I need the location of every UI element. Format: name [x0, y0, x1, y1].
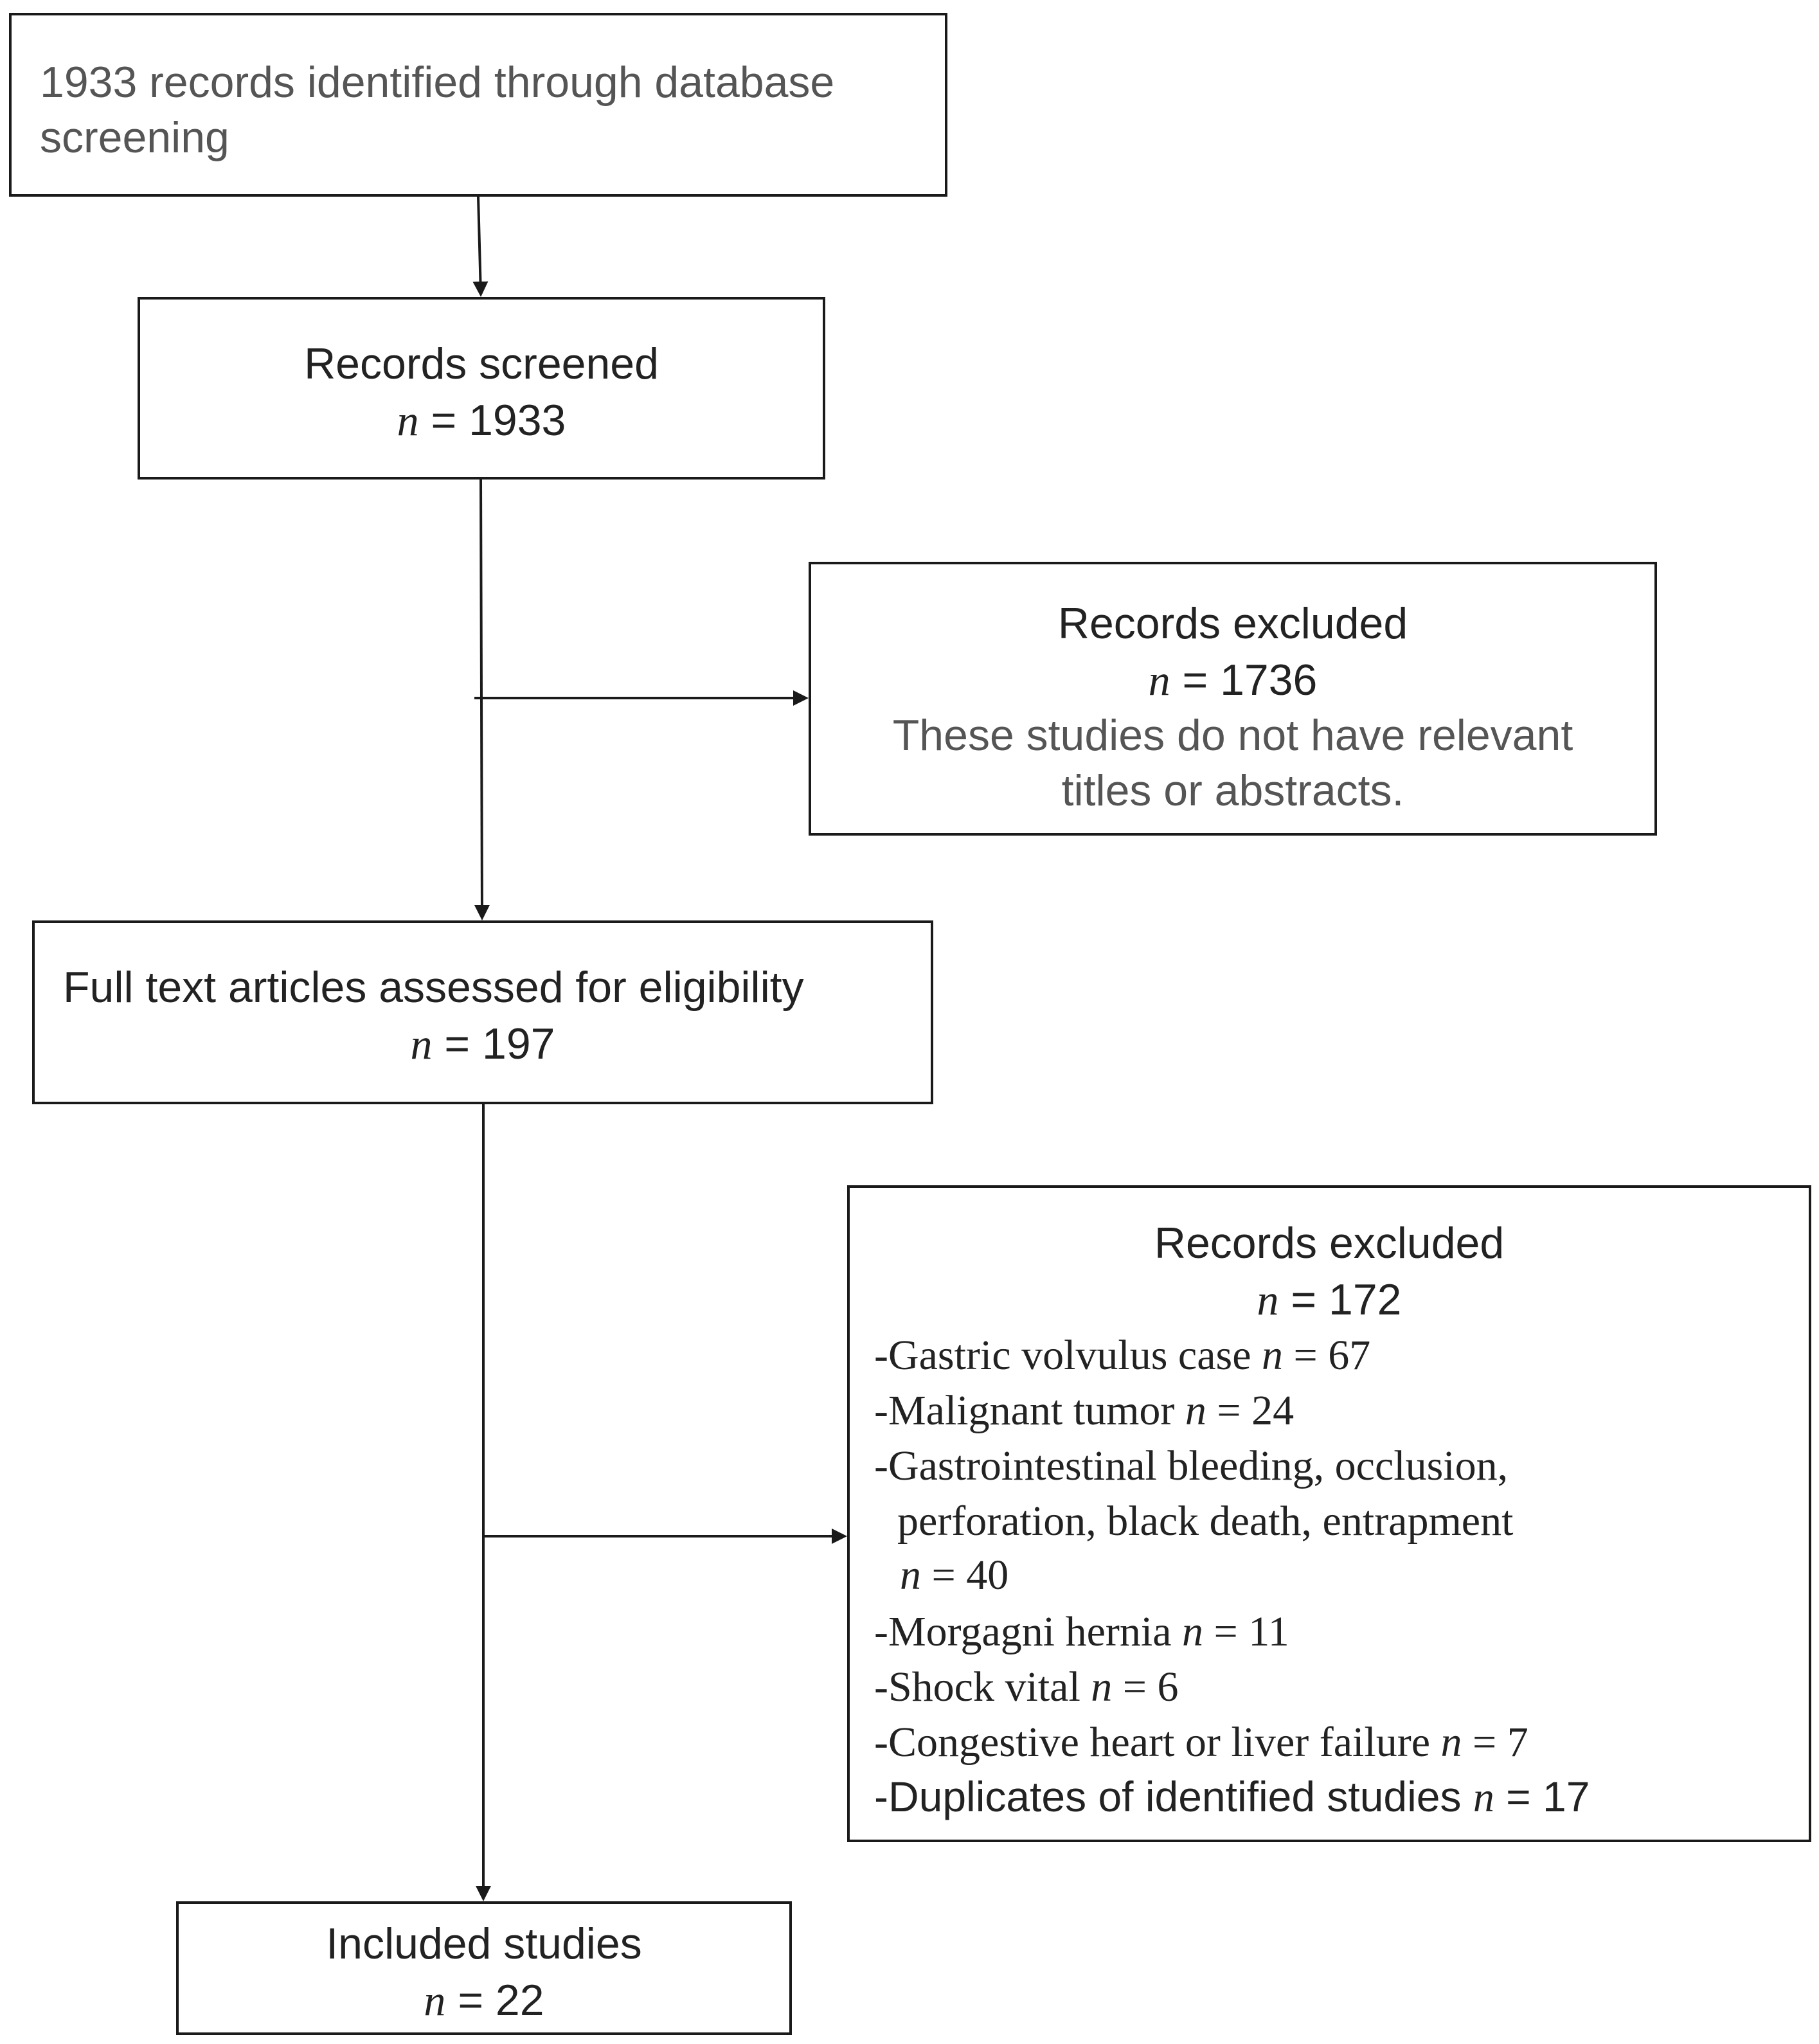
exclusion-reason-count: = 67 [1283, 1332, 1371, 1379]
exclusion-reason-continuation: perforation, black death, entrapment [897, 1494, 1513, 1549]
records-excluded-box-2: Records excluded n = 172 -Gastric volvul… [847, 1185, 1811, 1842]
fulltext-count-value: = 197 [432, 1019, 555, 1068]
n-symbol: n [424, 1976, 446, 2025]
included-studies-box: Included studies n = 22 [176, 1901, 792, 2035]
screened-count-value: = 1933 [418, 396, 566, 445]
fulltext-count: n = 197 [35, 1016, 931, 1072]
exclusion-reason-count: = 7 [1462, 1719, 1528, 1766]
exclusion-reason-text: -Morgagni hernia [874, 1608, 1182, 1655]
n-symbol: n [1091, 1663, 1113, 1710]
included-count: n = 22 [179, 1972, 789, 2029]
n-symbol: n [900, 1552, 921, 1599]
exclusion-reason-text: -Gastrointestinal bleeding, occlusion, [874, 1442, 1509, 1489]
exclusion-reason-text: -Congestive heart or liver failure [874, 1719, 1441, 1766]
excluded1-title: Records excluded [1057, 599, 1408, 648]
n-symbol: n [397, 396, 419, 445]
exclusion-reason-count: = 6 [1112, 1663, 1179, 1710]
n-symbol: n [1473, 1774, 1494, 1821]
n-symbol: n [410, 1019, 433, 1068]
records-screened-box: Records screened n = 1933 [138, 297, 825, 480]
included-title: Included studies [326, 1919, 642, 1968]
exclusion-reason: -Morgagni hernia n = 11 [874, 1604, 1289, 1660]
excluded2-count-value: = 172 [1278, 1275, 1402, 1324]
included-count-value: = 22 [445, 1976, 544, 2025]
exclusion-reason: -Gastric volvulus case n = 67 [874, 1328, 1370, 1383]
exclusion-reason: -Malignant tumor n = 24 [874, 1383, 1294, 1439]
identified-line-1: 1933 records identified through database [40, 58, 835, 107]
exclusion-reason-text: perforation, black death, entrapment [897, 1498, 1514, 1545]
screened-count: n = 1933 [140, 392, 823, 449]
excluded1-count-value: = 1736 [1170, 656, 1318, 704]
exclusion-reason-text: -Gastric volvulus case [874, 1332, 1262, 1379]
exclusion-reason: -Shock vital n = 6 [874, 1660, 1179, 1715]
exclusion-reason: -Gastrointestinal bleeding, occlusion, [874, 1439, 1508, 1494]
fulltext-title: Full text articles assessed for eligibil… [63, 963, 804, 1012]
n-symbol: n [1185, 1387, 1206, 1434]
fulltext-assessed-box: Full text articles assessed for eligibil… [32, 920, 933, 1104]
identified-line-2: screening [40, 113, 229, 162]
excluded2-title: Records excluded [1154, 1219, 1505, 1268]
records-excluded-box-1: Records excluded n = 1736 These studies … [809, 562, 1657, 836]
excluded1-count: n = 1736 [811, 652, 1654, 708]
arrow-identified-to-screened [472, 196, 488, 297]
exclusion-reason-count: = 17 [1494, 1773, 1590, 1820]
exclusion-reason-count: = 40 [921, 1552, 1009, 1599]
exclusion-reason-count: = 11 [1203, 1608, 1289, 1655]
n-symbol: n [1181, 1608, 1203, 1655]
excluded1-note-line-1: These studies do not have relevant [892, 711, 1573, 760]
n-symbol: n [1262, 1332, 1283, 1379]
n-symbol: n [1440, 1719, 1462, 1766]
exclusion-reason-text: -Malignant tumor [874, 1387, 1185, 1434]
screened-title: Records screened [304, 339, 659, 388]
exclusion-reason-text: -Duplicates of identified studies [874, 1773, 1473, 1820]
identified-records-box: 1933 records identified through database… [9, 13, 947, 197]
n-symbol: n [1148, 656, 1170, 704]
exclusion-reason: -Duplicates of identified studies n = 17 [874, 1769, 1590, 1825]
excluded2-count: n = 172 [850, 1271, 1809, 1328]
exclusion-reason-count: = 24 [1206, 1387, 1295, 1434]
excluded1-note-line-2: titles or abstracts. [1061, 766, 1404, 815]
exclusion-reason: -Congestive heart or liver failure n = 7 [874, 1715, 1528, 1770]
n-symbol: n [1257, 1275, 1279, 1324]
exclusion-reason-text: -Shock vital [874, 1663, 1091, 1710]
exclusion-reason-continuation: n = 40 [900, 1548, 1008, 1603]
